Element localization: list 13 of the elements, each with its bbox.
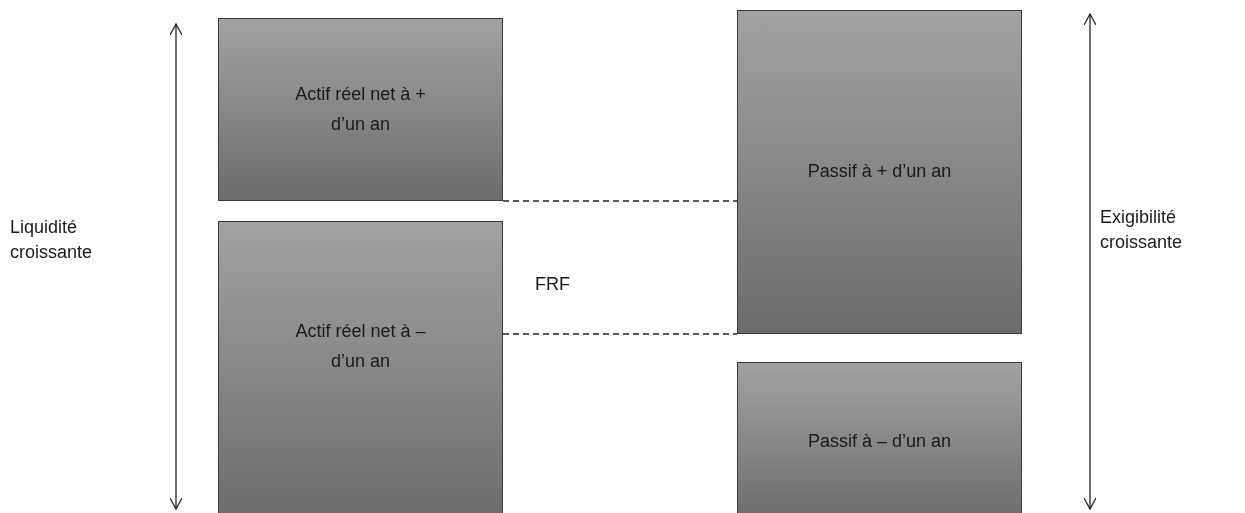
block-text: Passif à – d’un an (807, 430, 952, 454)
block-text: Actif réel net à + d’un an (294, 82, 427, 136)
side-label: Exigibilité croissante (1100, 206, 1184, 255)
side-label: Liquidité croissante (10, 216, 94, 265)
block-text: Passif à + d’un an (807, 160, 952, 184)
block-text: Actif réel net à – d’un an (294, 320, 427, 373)
dashed-line (502, 200, 738, 202)
block (218, 221, 503, 513)
dashed-line (502, 333, 738, 335)
block (218, 18, 503, 201)
side-label: FRF (535, 273, 570, 296)
block (737, 10, 1022, 334)
block (737, 362, 1022, 513)
